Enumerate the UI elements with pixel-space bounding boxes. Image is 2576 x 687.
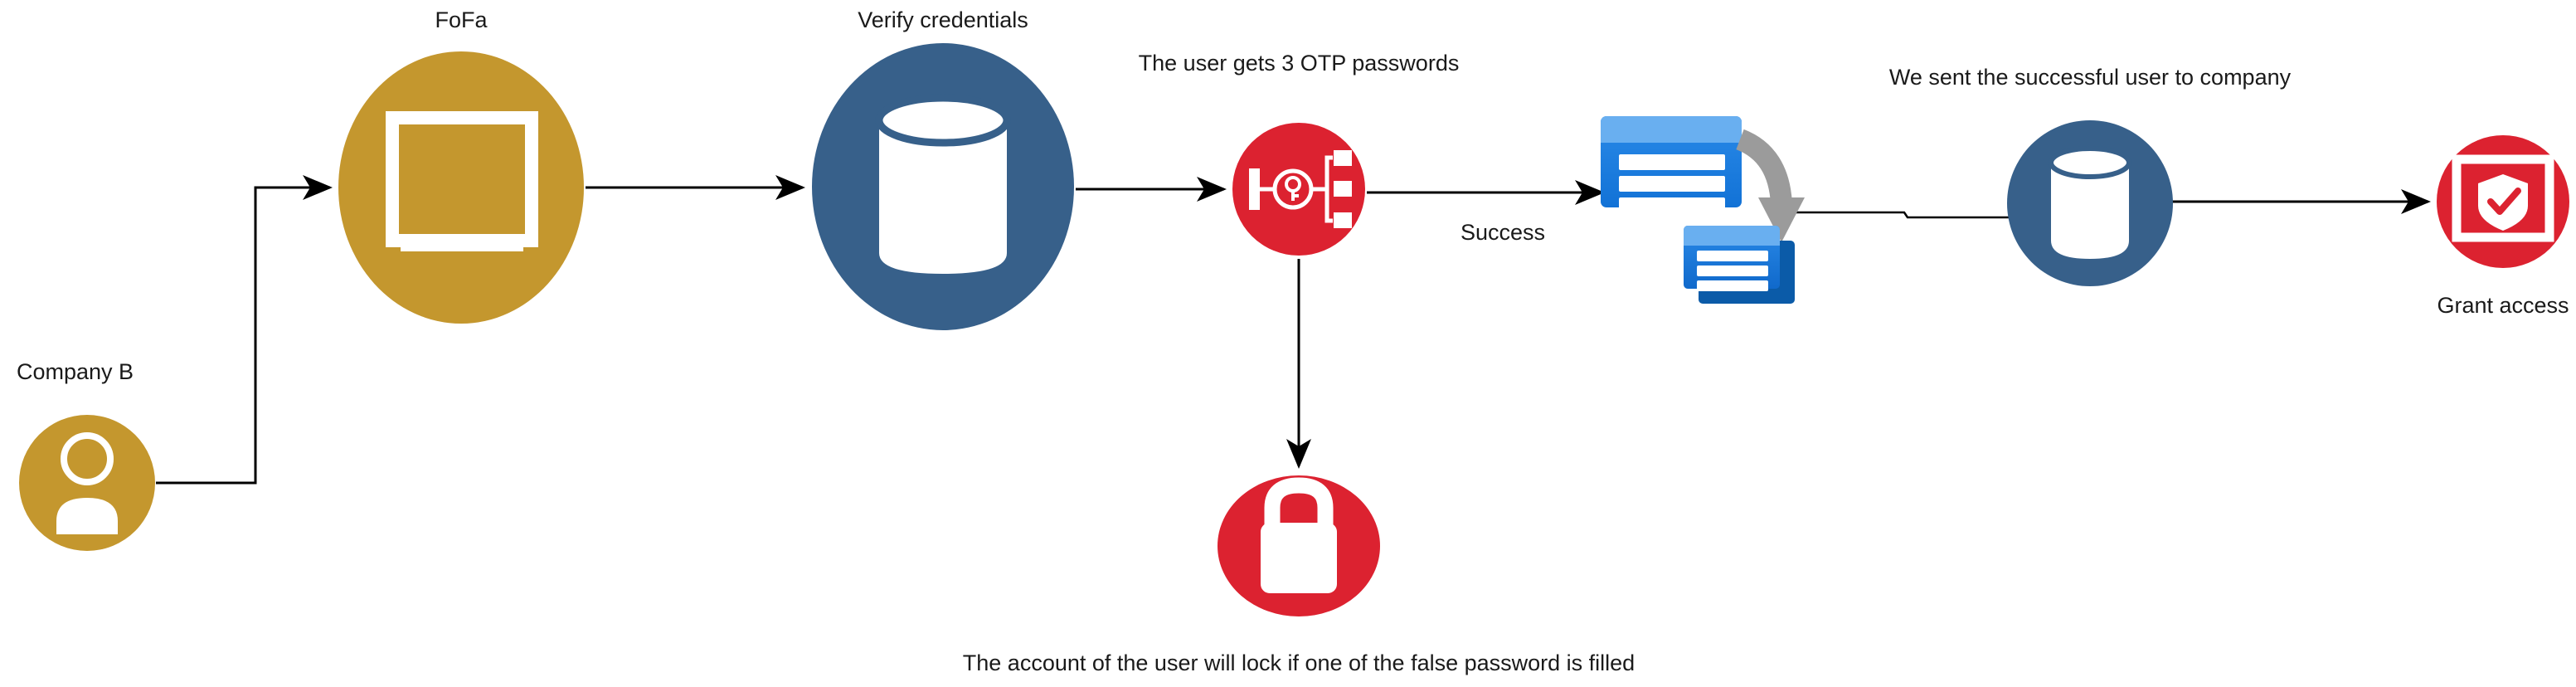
edges-layer [156,175,2431,485]
node-data-transfer[interactable] [1601,116,1805,304]
grant-access-label: Grant access [2437,293,2569,318]
success-edge-label: Success [1461,220,1545,245]
verify-credentials-label: Verify credentials [858,7,1028,32]
company-database-label: We sent the successful user to company [1889,65,2292,90]
data-transfer-icon [1601,116,1805,304]
fofa-ellipse[interactable] [338,51,584,324]
otp-distribution-icon [1249,150,1352,228]
otp-generator-label: The user gets 3 OTP passwords [1139,51,1460,76]
account-lock-label: The account of the user will lock if one… [963,650,1635,675]
database-icon [875,94,1011,274]
shield-check-badge-icon [2452,154,2554,242]
node-account-lock[interactable] [1218,475,1380,616]
edge-transfer-to-database [1788,211,2014,219]
database-icon [2049,146,2131,259]
node-fofa[interactable] [338,51,584,324]
node-grant-access[interactable] [2437,135,2569,268]
user-avatar-icon [56,432,118,534]
node-verify-credentials[interactable] [812,43,1074,330]
node-company-database[interactable] [2007,120,2173,286]
node-otp-generator[interactable] [1232,123,1365,256]
node-company-b[interactable] [19,415,155,551]
fofa-label: FoFa [435,7,488,32]
edge-company-to-fofa [156,175,333,485]
company-b-label: Company B [17,359,134,384]
padlock-icon [1261,477,1337,593]
monitor-icon [386,111,538,251]
